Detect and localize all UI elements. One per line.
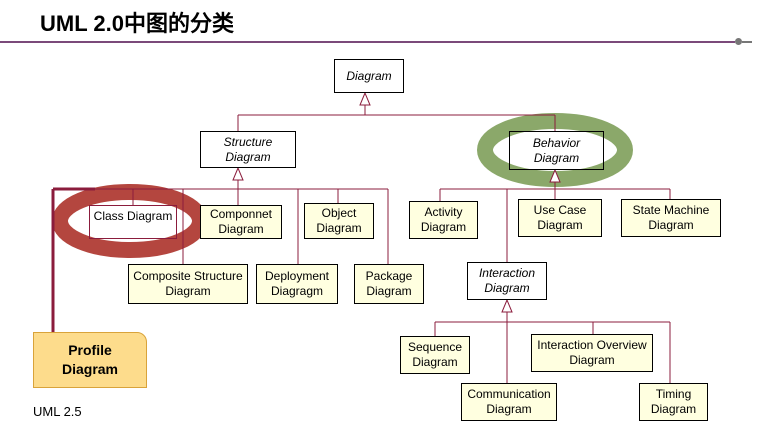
arrowhead-diagram: [359, 91, 371, 106]
structure-diagram-node: Structure Diagram: [200, 131, 296, 168]
title-divider: [0, 41, 735, 43]
state-machine-diagram-node: State Machine Diagram: [621, 199, 721, 237]
profile-diagram-node: Profile Diagram: [33, 332, 147, 388]
class-diagram-node: Class Diagram: [89, 205, 177, 239]
communication-diagram-node: Communication Diagram: [461, 383, 557, 421]
slide-title: UML 2.0中图的分类: [40, 11, 234, 36]
diagram-node: Diagram: [334, 59, 404, 93]
timing-diagram-node: Timing Diagram: [639, 383, 708, 421]
use-case-diagram-node: Use Case Diagram: [518, 199, 602, 237]
arrowhead-behavior: [549, 168, 561, 183]
object-diagram-node: Object Diagram: [304, 203, 374, 239]
behavior-diagram-node: Behavior Diagram: [509, 131, 604, 170]
arrowhead-interaction: [501, 298, 513, 313]
uml-version-footnote: UML 2.5: [33, 404, 82, 419]
interaction-diagram-node: Interaction Diagram: [467, 262, 547, 300]
deployment-diagram-node: Deployment Diagragm: [256, 264, 338, 304]
composite-structure-diagram-node: Composite Structure Diagram: [128, 264, 248, 304]
componnet-diagram-node: Componnet Diagram: [200, 205, 282, 239]
interaction-overview-diagram-node: Interaction Overview Diagram: [531, 334, 653, 372]
arrowhead-structure: [232, 166, 244, 181]
activity-diagram-node: Activity Diagram: [409, 201, 478, 239]
divider-end-ornament: [731, 38, 752, 45]
sequence-diagram-node: Sequence Diagram: [400, 336, 470, 374]
package-diagram-node: Package Diagram: [354, 264, 424, 304]
